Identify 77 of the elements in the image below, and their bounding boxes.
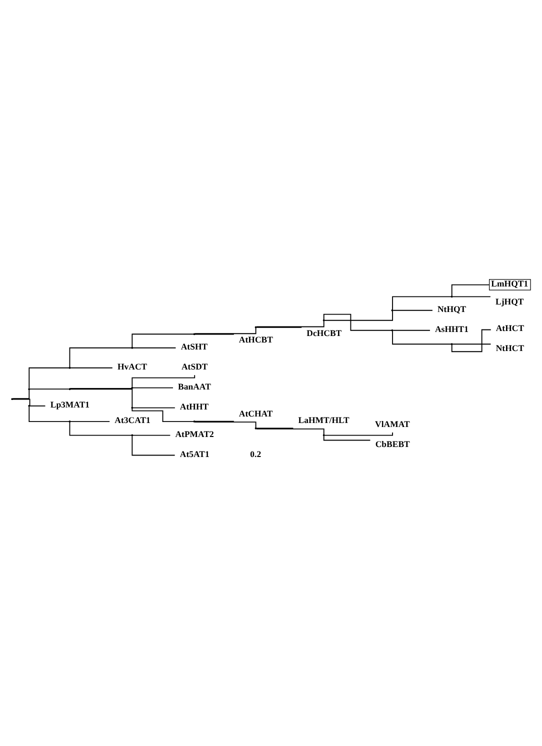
connector (256, 428, 294, 429)
node-text: At5AT1 (180, 448, 210, 459)
connector (452, 344, 492, 345)
node-point (131, 434, 134, 436)
connector (256, 320, 324, 328)
connector (69, 347, 132, 368)
label: 0.2 (250, 448, 262, 459)
connector (132, 374, 196, 388)
connector (12, 389, 30, 400)
connector (132, 334, 194, 348)
node-point (254, 326, 257, 328)
node-text: HvACT (118, 362, 148, 372)
node-text: AtHHT (180, 401, 209, 412)
connector (70, 388, 133, 408)
connector (70, 421, 110, 422)
node-text: LaHMT/HLT (298, 415, 350, 426)
connector (132, 407, 176, 408)
connector (69, 422, 132, 436)
node-text: AsHHT1 (435, 324, 468, 334)
connector (194, 334, 234, 335)
connector (324, 432, 394, 436)
node-point (193, 420, 196, 423)
connector (132, 347, 176, 348)
connector (323, 436, 371, 441)
node-point (28, 404, 30, 407)
connector (324, 310, 394, 321)
connector (29, 388, 70, 390)
node-text: NtHCT (496, 342, 524, 353)
node-box: LmHQT1 (489, 279, 531, 290)
connector (28, 367, 70, 389)
node-point (450, 343, 453, 346)
node-point (131, 406, 134, 409)
node-text: AtCHAT (238, 408, 273, 418)
connector (256, 428, 324, 435)
node-text: AtHCBT (238, 334, 273, 345)
node-point (193, 333, 196, 336)
node-point (131, 386, 134, 389)
node-text: AtSDT (182, 362, 208, 372)
node-point (322, 434, 325, 436)
node-text: BanAAT (178, 382, 211, 392)
node-text: AtHCT (496, 322, 524, 333)
node-point (68, 366, 71, 369)
connector (12, 398, 30, 406)
connector (256, 326, 302, 328)
connector (194, 420, 234, 422)
node-text: Lp3MAT1 (50, 400, 90, 410)
node-point (450, 296, 453, 298)
connector (451, 329, 492, 352)
node-text: VlAMAT (375, 418, 410, 429)
connector (194, 422, 256, 428)
node-text: CbBEBT (375, 438, 410, 449)
connector (392, 330, 452, 345)
connector (132, 408, 194, 422)
connector (392, 310, 433, 311)
connector (28, 406, 70, 422)
node-point (131, 346, 134, 349)
node-point (391, 329, 394, 332)
node-text: AtPMAT2 (175, 428, 214, 439)
connector (194, 328, 256, 334)
node-point (68, 420, 71, 423)
node-point (322, 319, 325, 322)
node-point (11, 398, 14, 400)
connector (392, 330, 430, 331)
connector (451, 284, 490, 296)
node-text: LjHQT (496, 296, 524, 307)
node-point (254, 427, 257, 430)
connector (452, 296, 491, 298)
node-point (391, 309, 394, 312)
node-text: At3CAT1 (114, 415, 150, 426)
node-point (28, 388, 30, 390)
node-text: DcHCBT (306, 328, 342, 338)
connector (70, 367, 113, 368)
node-text: NtHQT (438, 304, 466, 314)
connector (29, 405, 46, 406)
connector (132, 436, 176, 456)
node-text: AtSHT (180, 342, 208, 352)
node-point (68, 388, 71, 390)
